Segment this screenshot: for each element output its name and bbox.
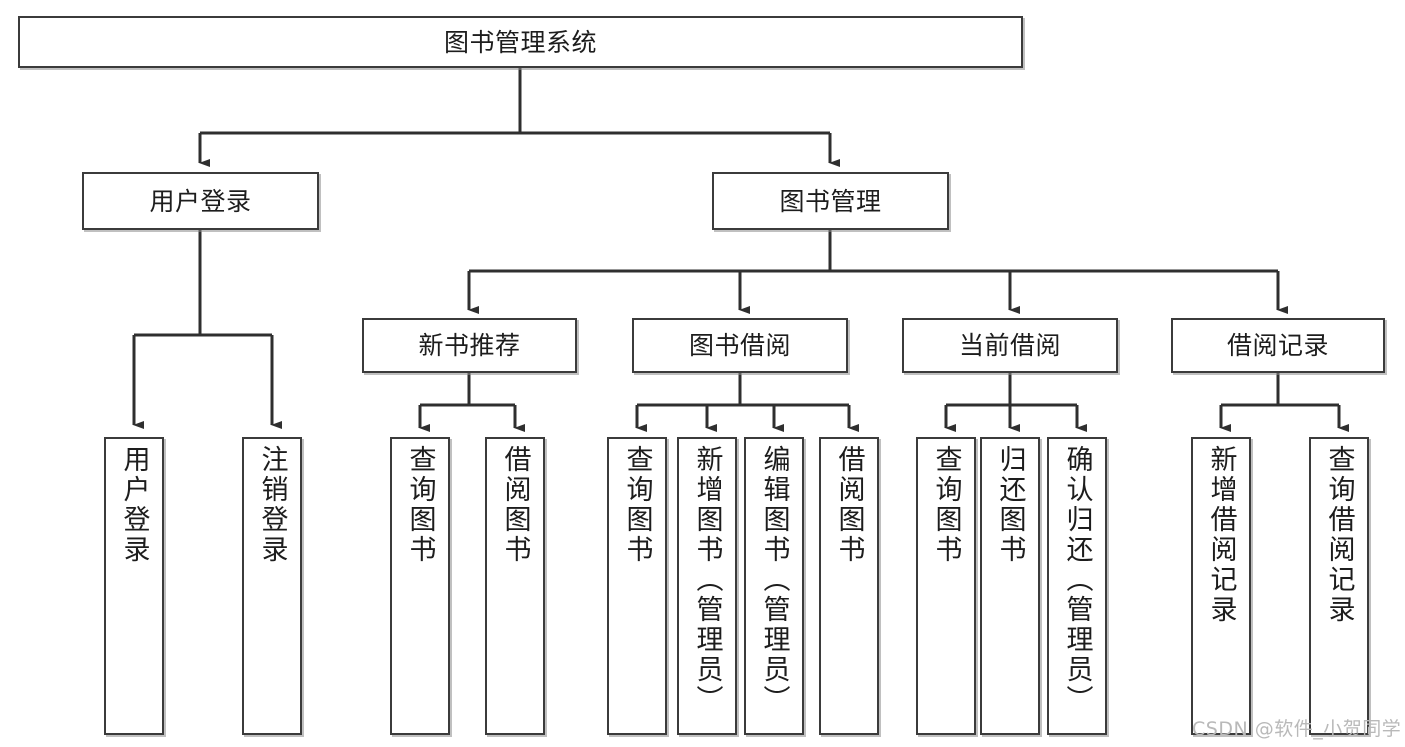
node-label: 新增图书（管理员） (691, 445, 723, 715)
leaf-borrow-borrow-book[interactable]: 借阅图书 (819, 437, 879, 735)
node-label: 图书管理 (779, 186, 882, 216)
leaf-current-query-book[interactable]: 查询图书 (916, 437, 976, 735)
node-new-book-recommend[interactable]: 新书推荐 (362, 318, 577, 373)
node-label: 新书推荐 (418, 331, 521, 360)
leaf-recommend-borrow-book[interactable]: 借阅图书 (485, 437, 545, 735)
node-label: 借阅图书 (499, 445, 531, 565)
node-label: 新增借阅记录 (1205, 445, 1237, 625)
leaf-borrow-query-book[interactable]: 查询图书 (607, 437, 667, 735)
node-current-borrow[interactable]: 当前借阅 (902, 318, 1118, 373)
node-label: 图书借阅 (688, 331, 791, 360)
node-label: 注销登录 (256, 445, 288, 565)
leaf-user-login[interactable]: 用户登录 (104, 437, 164, 735)
leaf-record-add-borrow-record[interactable]: 新增借阅记录 (1191, 437, 1251, 735)
leaf-user-logout[interactable]: 注销登录 (242, 437, 302, 735)
node-label: 查询图书 (404, 445, 436, 565)
node-label: 当前借阅 (958, 331, 1061, 360)
node-label: 确认归还（管理员） (1061, 445, 1093, 715)
leaf-current-return-book[interactable]: 归还图书 (980, 437, 1040, 735)
node-label: 借阅图书 (833, 445, 865, 565)
node-label: 查询借阅记录 (1323, 445, 1355, 625)
node-label: 用户登录 (118, 445, 150, 565)
leaf-record-query-borrow-record[interactable]: 查询借阅记录 (1309, 437, 1369, 735)
leaf-current-confirm-return-admin[interactable]: 确认归还（管理员） (1047, 437, 1107, 735)
node-label: 借阅记录 (1226, 331, 1329, 360)
node-label: 编辑图书（管理员） (758, 445, 790, 715)
leaf-recommend-query-book[interactable]: 查询图书 (390, 437, 450, 735)
watermark-text: CSDN @软件_小贺同学 (1192, 718, 1402, 740)
leaf-borrow-add-book-admin[interactable]: 新增图书（管理员） (677, 437, 737, 735)
node-book-borrow[interactable]: 图书借阅 (632, 318, 848, 373)
node-root-system[interactable]: 图书管理系统 (18, 16, 1023, 68)
node-label: 图书管理系统 (443, 27, 597, 57)
node-label: 归还图书 (994, 445, 1026, 565)
leaf-borrow-edit-book-admin[interactable]: 编辑图书（管理员） (744, 437, 804, 735)
node-user-login[interactable]: 用户登录 (82, 172, 319, 230)
node-book-management[interactable]: 图书管理 (712, 172, 949, 230)
node-label: 查询图书 (621, 445, 653, 565)
node-borrow-record[interactable]: 借阅记录 (1171, 318, 1385, 373)
node-label: 查询图书 (930, 445, 962, 565)
node-label: 用户登录 (149, 186, 252, 216)
